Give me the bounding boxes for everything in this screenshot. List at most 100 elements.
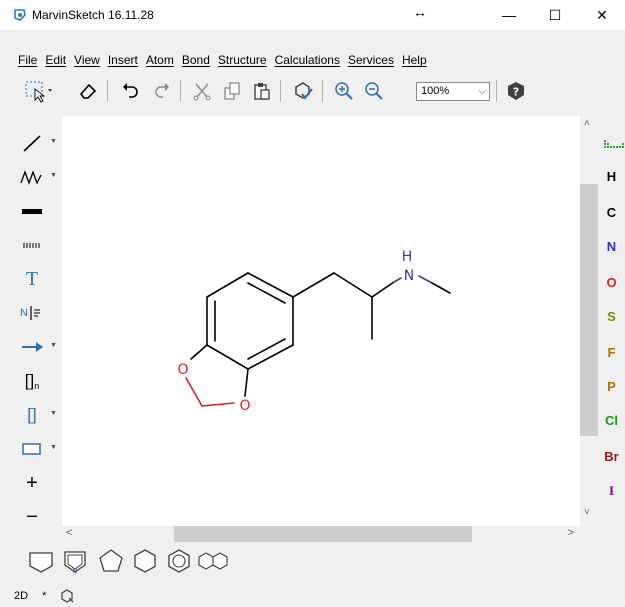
drawing-canvas[interactable]: H N O O: [62, 116, 580, 526]
help-button[interactable]: ?: [504, 78, 528, 104]
bond[interactable]: [333, 272, 373, 298]
element-i[interactable]: I: [608, 483, 615, 498]
bond[interactable]: [247, 344, 294, 370]
maximize-button[interactable]: ☐: [548, 6, 562, 23]
bond-to-nitrogen[interactable]: [393, 277, 402, 283]
chevron-down-icon[interactable]: ▼: [50, 444, 57, 451]
vertical-scroll-thumb[interactable]: [580, 184, 598, 436]
bond[interactable]: [292, 272, 335, 298]
chevron-down-icon[interactable]: ▼: [50, 138, 57, 145]
scroll-up-icon[interactable]: ˄: [584, 118, 590, 129]
cyclopentane-2-template-icon[interactable]: [98, 548, 124, 574]
element-n[interactable]: N: [606, 239, 617, 254]
element-cl[interactable]: Cl: [605, 413, 618, 428]
bracket-tool[interactable]: [] ▼: [14, 400, 58, 430]
element-p[interactable]: P: [607, 379, 616, 394]
atom-oxygen[interactable]: O: [239, 398, 250, 414]
zoom-in-button[interactable]: [332, 78, 356, 104]
menu-atom[interactable]: Atom: [145, 53, 174, 67]
element-br[interactable]: Br: [604, 449, 619, 464]
rectangle-tool[interactable]: ▼: [14, 434, 58, 464]
scroll-left-icon[interactable]: <: [66, 527, 73, 539]
menu-bond[interactable]: Bond: [181, 53, 210, 67]
atom-text-tool[interactable]: N: [14, 298, 58, 328]
resize-icon[interactable]: ↔: [413, 4, 427, 20]
menu-file[interactable]: File: [18, 53, 38, 67]
scroll-down-icon[interactable]: ˅: [584, 507, 590, 518]
cyclopentane-template-icon[interactable]: [28, 548, 54, 574]
plus-icon: +: [26, 471, 38, 494]
bond[interactable]: [247, 272, 294, 298]
toolbar-separator: [280, 80, 281, 102]
bracket-n-sub: n: [34, 381, 40, 391]
eraser-icon: [79, 83, 97, 99]
clean-structure-icon: [295, 82, 313, 100]
cut-icon: [193, 83, 211, 101]
charge-minus-tool[interactable]: −: [14, 502, 58, 532]
paste-button[interactable]: [250, 78, 274, 104]
reaction-arrow-tool[interactable]: ▼: [14, 332, 58, 362]
menu-structure[interactable]: Structure: [217, 53, 267, 67]
hashed-bond-tool[interactable]: [14, 230, 58, 260]
close-button[interactable]: ✕: [596, 6, 608, 23]
bracket-n-label: []: [24, 371, 35, 390]
single-bond-tool[interactable]: ▼: [14, 128, 58, 158]
undo-button[interactable]: [118, 78, 142, 104]
element-h[interactable]: H: [606, 169, 617, 184]
bond[interactable]: [206, 272, 249, 298]
status-mode[interactable]: 2D: [14, 590, 29, 602]
bond[interactable]: [371, 281, 395, 298]
chevron-down-icon[interactable]: ▼: [50, 172, 57, 179]
vertical-scrollbar[interactable]: ˄ ˅: [580, 116, 598, 522]
charge-plus-tool[interactable]: +: [14, 468, 58, 498]
chain-tool[interactable]: ▼: [14, 162, 58, 192]
eraser-button[interactable]: [76, 78, 100, 104]
naphthalene-template-icon[interactable]: [198, 550, 228, 572]
clean-structure-button[interactable]: [290, 78, 316, 104]
double-bond-inner[interactable]: [247, 338, 286, 360]
minimize-button[interactable]: —: [502, 7, 516, 23]
menu-help[interactable]: Help: [401, 53, 427, 67]
bond-oxygen[interactable]: [185, 377, 203, 407]
select-lasso-button[interactable]: [18, 78, 58, 104]
toolbar-separator: [496, 80, 497, 102]
double-bond-inner[interactable]: [247, 282, 286, 304]
element-f[interactable]: F: [607, 345, 616, 360]
menu-edit[interactable]: Edit: [45, 53, 67, 67]
element-c[interactable]: C: [606, 205, 617, 220]
scroll-right-icon[interactable]: >: [567, 527, 574, 539]
menu-insert[interactable]: Insert: [107, 53, 138, 67]
bold-bond-tool[interactable]: [14, 196, 58, 226]
sgroup-n-tool[interactable]: []n: [14, 366, 58, 396]
atom-nitrogen-h[interactable]: H: [402, 249, 413, 265]
element-o[interactable]: O: [606, 275, 617, 290]
bond-nitrogen-methyl[interactable]: [418, 275, 433, 284]
bond-oxygen[interactable]: [201, 402, 235, 407]
copy-button[interactable]: [220, 78, 244, 104]
menu-view[interactable]: View: [74, 53, 100, 67]
cut-button[interactable]: [190, 78, 214, 104]
chevron-down-icon[interactable]: ▼: [50, 410, 57, 417]
zoom-select[interactable]: 100% ⌵: [416, 82, 490, 101]
horizontal-scroll-thumb[interactable]: [174, 526, 472, 542]
bond[interactable]: [190, 344, 208, 360]
chevron-down-icon[interactable]: ▼: [50, 342, 57, 349]
atom-nitrogen[interactable]: N: [404, 268, 414, 284]
bond[interactable]: [206, 344, 249, 370]
menu-services[interactable]: Services: [347, 53, 394, 67]
benzene-template-icon[interactable]: [166, 548, 192, 574]
periodic-table-icon[interactable]: [604, 140, 624, 152]
element-s[interactable]: S: [607, 309, 616, 324]
atom-oxygen[interactable]: O: [177, 362, 188, 378]
bond[interactable]: [244, 368, 249, 397]
text-tool[interactable]: T: [14, 264, 58, 294]
structure-check-icon[interactable]: [60, 589, 74, 603]
menu-calculations[interactable]: Calculations: [274, 53, 340, 67]
horizontal-scrollbar[interactable]: < >: [62, 526, 580, 542]
bond[interactable]: [431, 282, 451, 294]
zoom-out-button[interactable]: [362, 78, 386, 104]
molecule-structure[interactable]: H N O O: [62, 116, 580, 526]
redo-button[interactable]: [150, 78, 174, 104]
cyclohexane-template-icon[interactable]: [132, 548, 158, 574]
pyrrole-template-icon[interactable]: N: [62, 548, 88, 574]
